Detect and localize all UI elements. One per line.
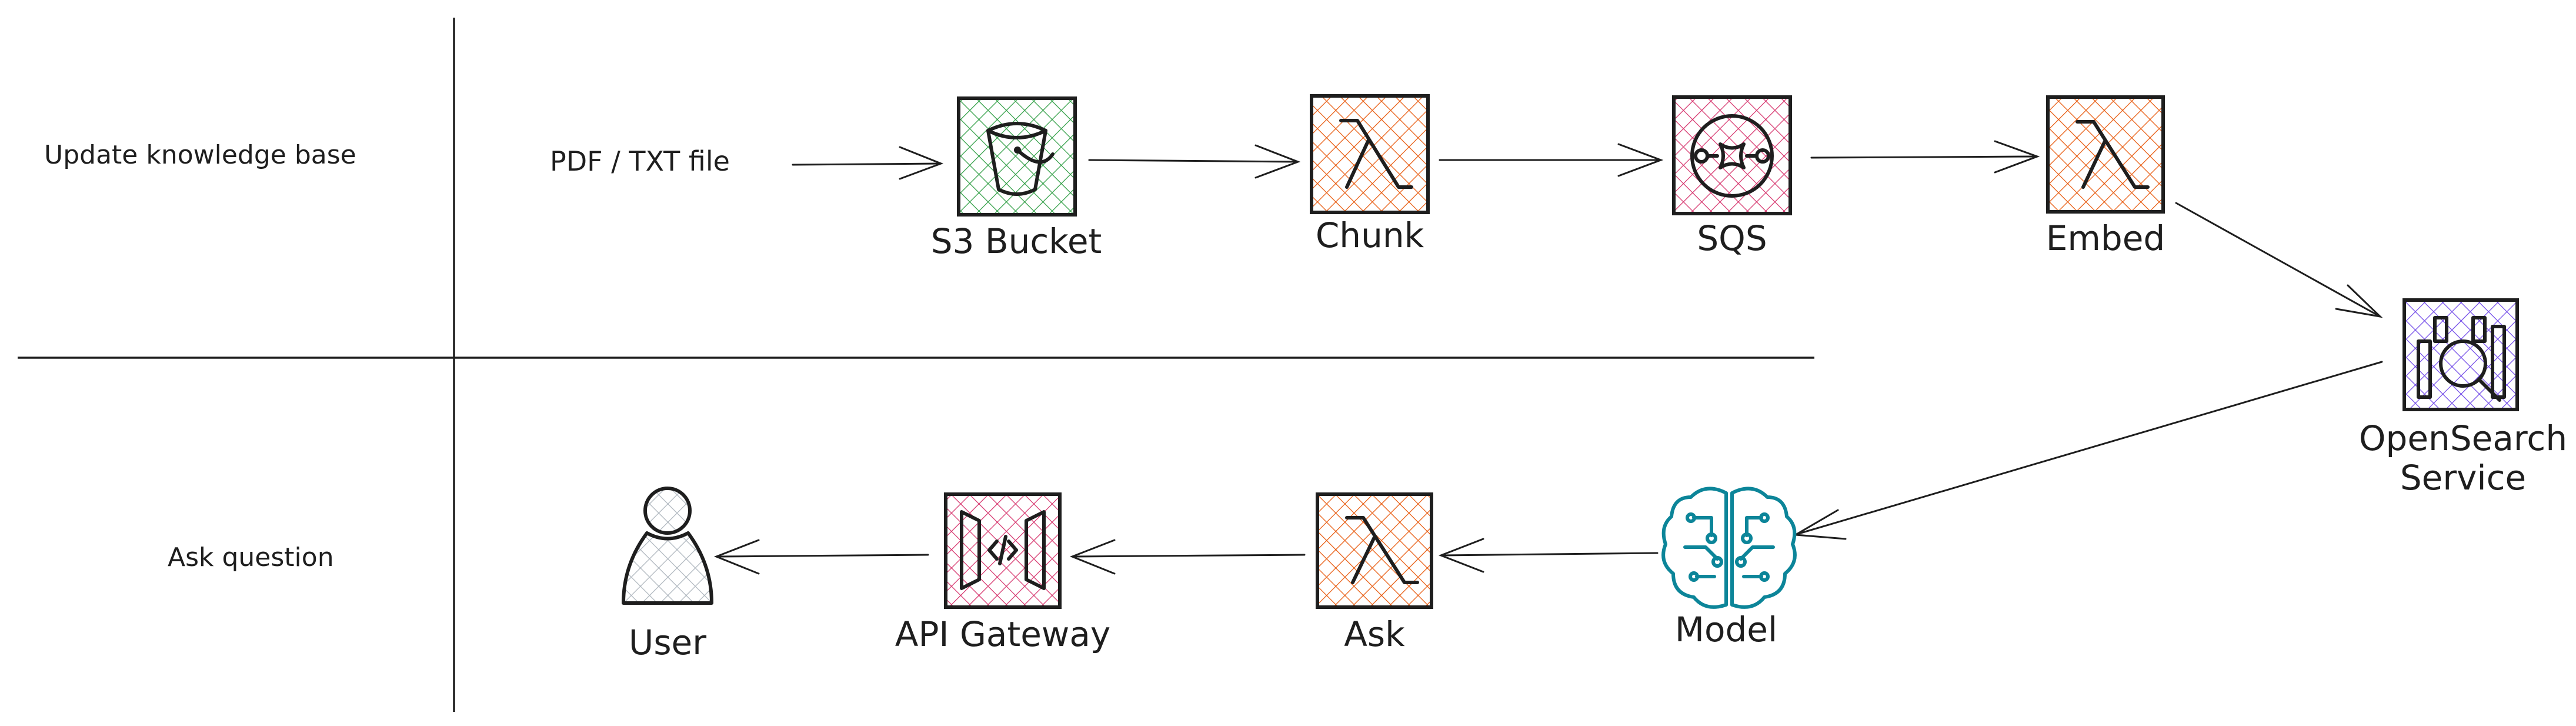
opensearch-label-line2: Service	[2400, 458, 2526, 498]
edge-s3-to-chunk	[1088, 144, 1301, 179]
edge-chunk-to-sqs	[1439, 143, 1664, 177]
node-ask[interactable]: Ask	[1316, 492, 1433, 654]
user-label: User	[629, 622, 706, 662]
api-gateway-label: API Gateway	[895, 614, 1110, 654]
chunk-label: Chunk	[1316, 215, 1424, 255]
embed-label: Embed	[2046, 218, 2165, 258]
edge-embed-to-opensearch	[2175, 202, 2383, 318]
lambda-icon	[1316, 492, 1433, 609]
opensearch-label-line1: OpenSearch	[2359, 418, 2567, 458]
edge-model-to-ask	[1438, 538, 1659, 573]
model-label: Model	[1675, 610, 1777, 650]
lambda-icon	[1310, 94, 1430, 214]
node-sqs[interactable]: SQS	[1672, 95, 1792, 258]
user-icon	[622, 487, 713, 605]
sqs-label: SQS	[1697, 218, 1767, 258]
edge-opensearch-to-model	[1793, 361, 2383, 540]
node-s3-bucket[interactable]: S3 Bucket	[931, 96, 1102, 261]
edge-api-to-user	[713, 539, 929, 575]
edge-sqs-to-embed	[1810, 140, 2040, 174]
ask-label: Ask	[1344, 614, 1405, 654]
node-api-gateway[interactable]: API Gateway	[895, 492, 1110, 654]
s3-bucket-label: S3 Bucket	[931, 221, 1102, 261]
opensearch-icon	[2403, 298, 2519, 411]
node-opensearch[interactable]: OpenSearch Service	[2359, 298, 2567, 498]
edge-file-to-s3	[792, 146, 944, 180]
lambda-icon	[2046, 95, 2165, 214]
s3-bucket-icon	[957, 96, 1077, 217]
edge-ask-to-api	[1069, 539, 1306, 575]
node-chunk[interactable]: Chunk	[1310, 94, 1430, 255]
node-user[interactable]: User	[622, 487, 713, 662]
lane-label-ask: Ask question	[168, 542, 334, 572]
node-model[interactable]: Model	[1661, 487, 1797, 650]
input-file-label: PDF / TXT file	[550, 145, 730, 177]
brain-circuit-icon	[1661, 487, 1797, 609]
lane-label-update: Update knowledge base	[44, 140, 356, 170]
node-embed[interactable]: Embed	[2046, 95, 2165, 258]
